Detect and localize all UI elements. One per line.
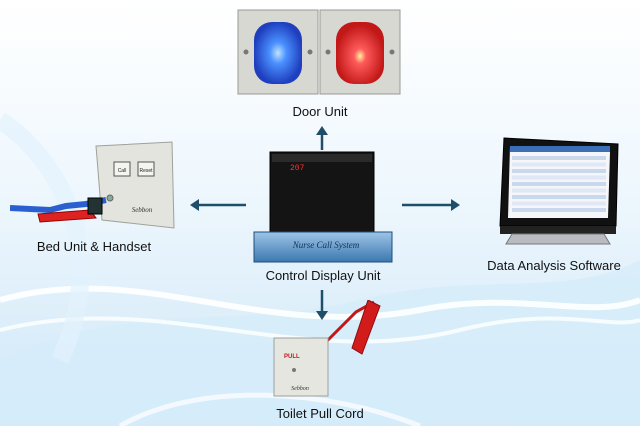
bed-unit-device: Call Reset Sebbon [10,141,175,229]
bed-call-button-text: Call [118,168,127,174]
door-unit-label: Door Unit [292,104,348,119]
bed-brand-text: Sebbon [132,206,153,214]
sheet-row [512,156,606,160]
arrow-to-door-unit-head [316,126,328,135]
sheet-row [512,175,606,180]
toilet-pull-cord-device: PULL Sebbon [273,300,381,397]
control-unit-label: Control Display Unit [265,268,381,283]
arrow-to-software-head [451,199,460,211]
toilet-pull-cord-label: Toilet Pull Cord [276,406,364,421]
sheet-row [512,169,606,173]
sheet-row [512,182,606,186]
pull-switch-text: PULL [284,354,300,360]
control-led-readout: 207 [290,164,305,173]
sheet-row [512,195,606,199]
control-display-unit-device: 207 Nurse Call System [253,151,393,263]
bed-unit-label: Bed Unit & Handset [36,239,152,254]
arrow-to-pull-cord-head [316,311,328,320]
sheet-row [512,201,606,206]
control-panel-text: Nurse Call System [292,240,360,250]
software-label: Data Analysis Software [487,258,621,273]
sheet-row [512,162,606,167]
sheet-row [512,208,606,212]
arrow-to-bed-unit-head [190,199,199,211]
door-unit-lights [237,9,401,95]
bed-reset-button-text: Reset [139,168,153,174]
data-analysis-monitor [499,137,619,245]
sheet-row [512,188,606,193]
pull-brand-text: Sebbon [291,386,309,392]
